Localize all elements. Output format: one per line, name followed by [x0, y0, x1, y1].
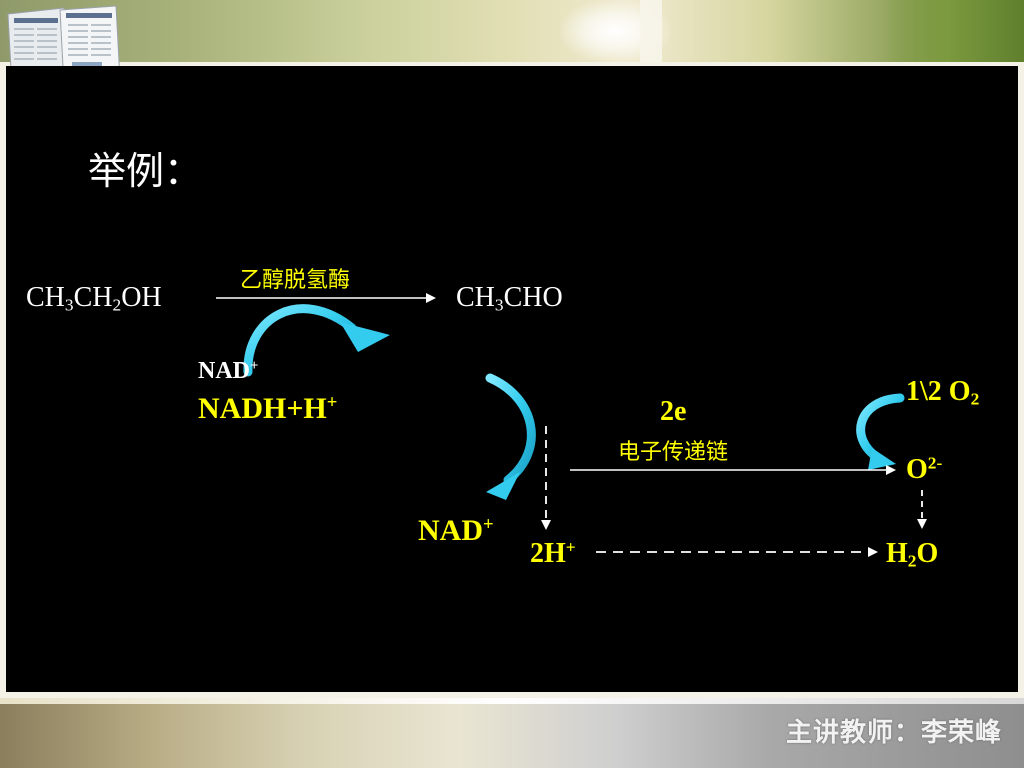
bottom-stripe [0, 698, 1024, 704]
dashed-arrow-protons [541, 426, 551, 530]
reaction-arrow [216, 293, 436, 303]
electron-transport-arrow [570, 465, 896, 475]
pillar-decoration [640, 0, 662, 62]
label-oxygen: 1\2 O2 [906, 376, 980, 409]
foliage-decoration [884, 0, 1024, 62]
product-acetaldehyde: CH3CHO [456, 282, 563, 315]
label-nad-bottom: NAD+ [418, 513, 494, 547]
bottom-decoration: 主讲教师：李荣峰 [0, 698, 1024, 768]
label-electrons: 2e [660, 396, 687, 427]
label-nad-top: NAD+ [198, 357, 259, 384]
slide-canvas [6, 66, 1018, 692]
label-water: H2O [886, 538, 939, 571]
curved-arrow-nadh [485, 373, 536, 500]
dashed-arrow-combine [596, 547, 878, 557]
curved-arrow-nad [243, 304, 390, 377]
dashed-arrow-water [917, 490, 927, 529]
label-nadh: NADH+H+ [198, 391, 338, 425]
label-electron-transport-chain: 电子传递链 [618, 440, 729, 465]
label-oxide-ion: O2- [906, 453, 943, 485]
top-decoration [0, 0, 1024, 62]
curved-arrow-oxygen [856, 393, 905, 470]
lecturer-credit: 主讲教师：李荣峰 [785, 718, 1002, 748]
slide-title: 举例： [88, 149, 203, 193]
reactant-ethanol: CH3CH2OH [26, 282, 162, 315]
enzyme-label: 乙醇脱氢酶 [240, 268, 351, 293]
label-protons: 2H+ [530, 537, 576, 569]
